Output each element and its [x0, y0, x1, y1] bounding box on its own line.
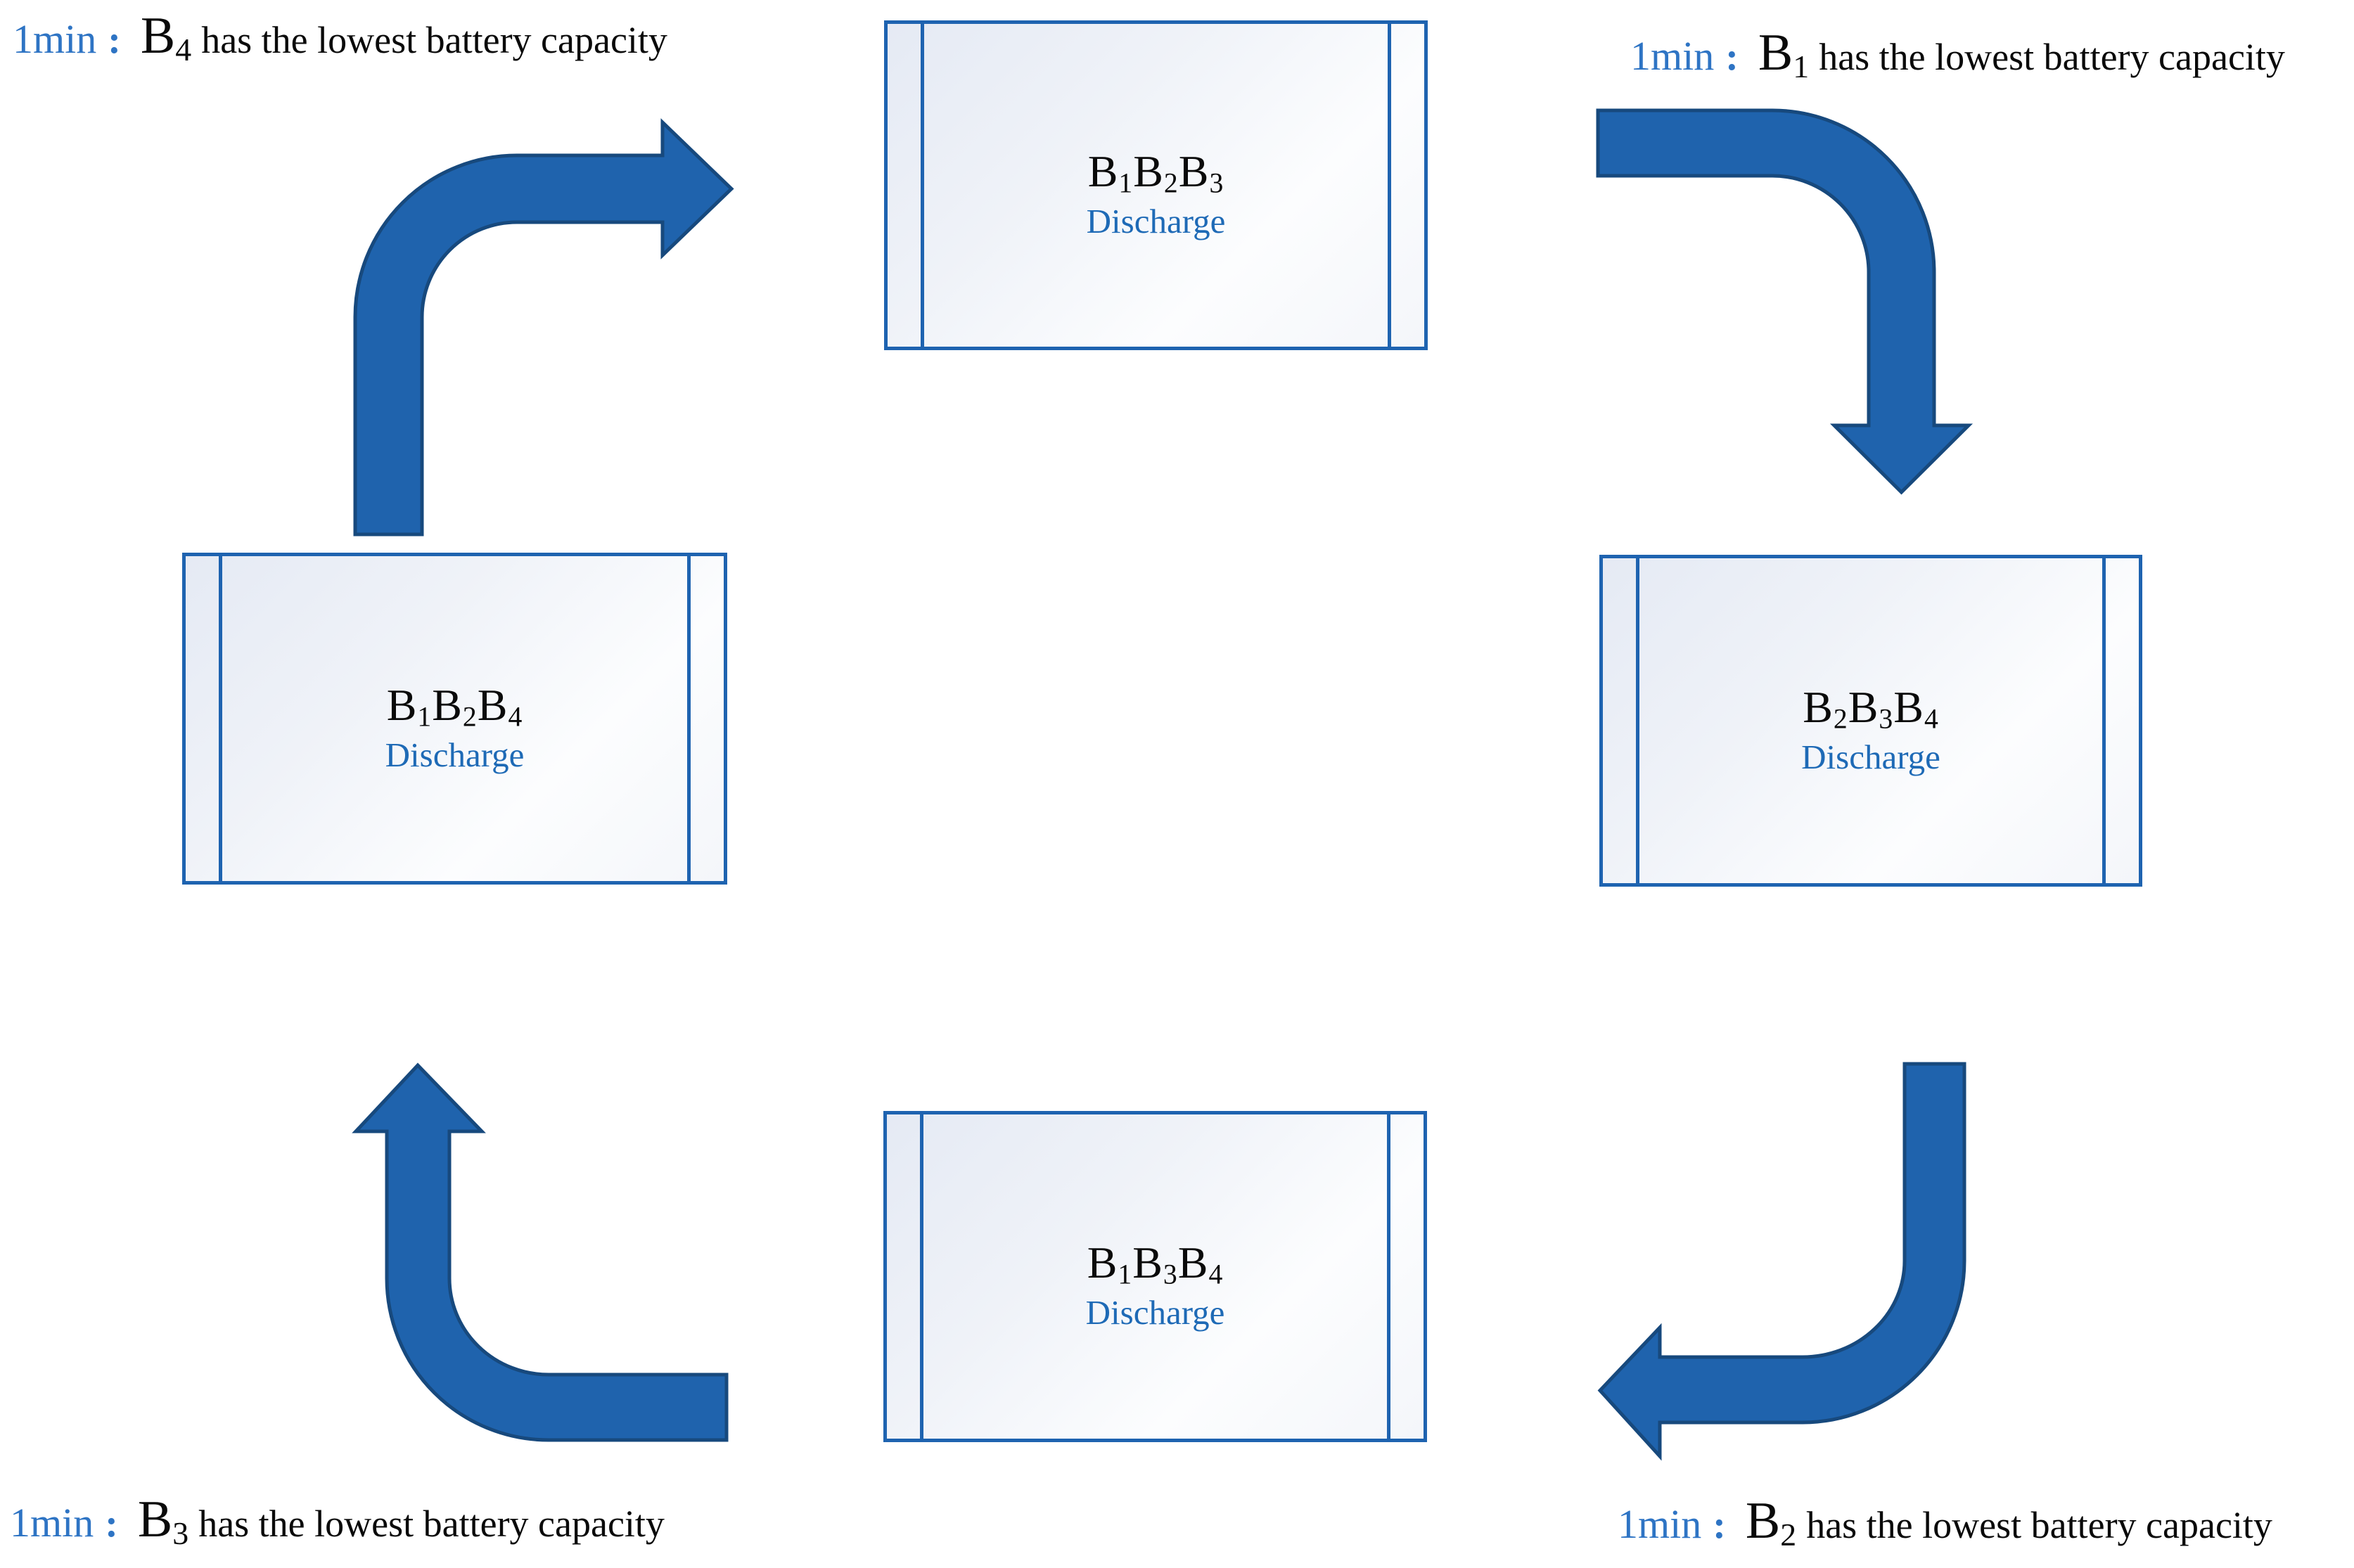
curved-arrow-up-right-icon — [353, 118, 734, 536]
discharge-label: Discharge — [1085, 1293, 1225, 1332]
label-text: has the lowest battery capacity — [1819, 36, 2285, 78]
battery-box-left-text: B1B2B4 Discharge — [186, 565, 724, 889]
battery-box-top: B1B2B3 Discharge — [884, 20, 1428, 350]
curved-arrow-down-left-icon — [1597, 1062, 1966, 1461]
battery-group-label: B1B2B3 — [1087, 146, 1224, 199]
battery-terminal-line — [921, 24, 924, 347]
colon-separator: : — [1725, 35, 1739, 79]
label-bottom-right: 1min : B2 has the lowest battery capacit… — [1618, 1492, 2272, 1553]
battery-box-bottom: B1B3B4 Discharge — [883, 1111, 1427, 1442]
time-label: 1min — [13, 16, 97, 62]
discharge-label: Discharge — [385, 735, 525, 774]
label-bottom-left: 1min : B3 has the lowest battery capacit… — [10, 1491, 665, 1551]
battery-id: B4 — [140, 7, 192, 68]
colon-separator: : — [1713, 1503, 1726, 1547]
battery-group-label: B1B3B4 — [1087, 1238, 1224, 1290]
curved-arrow-right-down-icon — [1596, 108, 1974, 495]
label-text: has the lowest battery capacity — [201, 19, 667, 61]
battery-box-right-text: B2B3B4 Discharge — [1603, 567, 2139, 892]
label-text: has the lowest battery capacity — [1806, 1504, 2272, 1546]
battery-box-left: B1B2B4 Discharge — [182, 553, 727, 885]
battery-box-right: B2B3B4 Discharge — [1599, 555, 2142, 887]
battery-group-label: B1B2B4 — [386, 679, 523, 733]
label-top-right: 1min : B1 has the lowest battery capacit… — [1630, 24, 2285, 84]
discharge-label: Discharge — [1086, 202, 1226, 240]
battery-group-label: B2B3B4 — [1803, 681, 1939, 735]
label-text: has the lowest battery capacity — [198, 1503, 665, 1545]
colon-separator: : — [108, 18, 121, 62]
colon-separator: : — [105, 1502, 118, 1545]
battery-terminal-line — [1636, 558, 1639, 883]
battery-terminal-line — [920, 1114, 923, 1439]
battery-terminal-line — [219, 556, 222, 881]
battery-terminal-line — [1388, 24, 1391, 347]
curved-arrow-left-up-icon — [352, 1062, 729, 1442]
battery-id: B1 — [1758, 24, 1810, 84]
battery-box-bottom-text: B1B3B4 Discharge — [887, 1123, 1424, 1447]
battery-terminal-line — [687, 556, 691, 881]
battery-id: B2 — [1745, 1492, 1797, 1553]
time-label: 1min — [1630, 33, 1715, 79]
battery-terminal-line — [1387, 1114, 1390, 1439]
discharge-label: Discharge — [1801, 737, 1940, 776]
battery-terminal-line — [2102, 558, 2106, 883]
time-label: 1min — [10, 1500, 94, 1545]
time-label: 1min — [1618, 1501, 1702, 1547]
battery-box-top-text: B1B2B3 Discharge — [888, 32, 1424, 355]
label-top-left: 1min : B4 has the lowest battery capacit… — [13, 7, 667, 68]
battery-id: B3 — [137, 1491, 189, 1551]
